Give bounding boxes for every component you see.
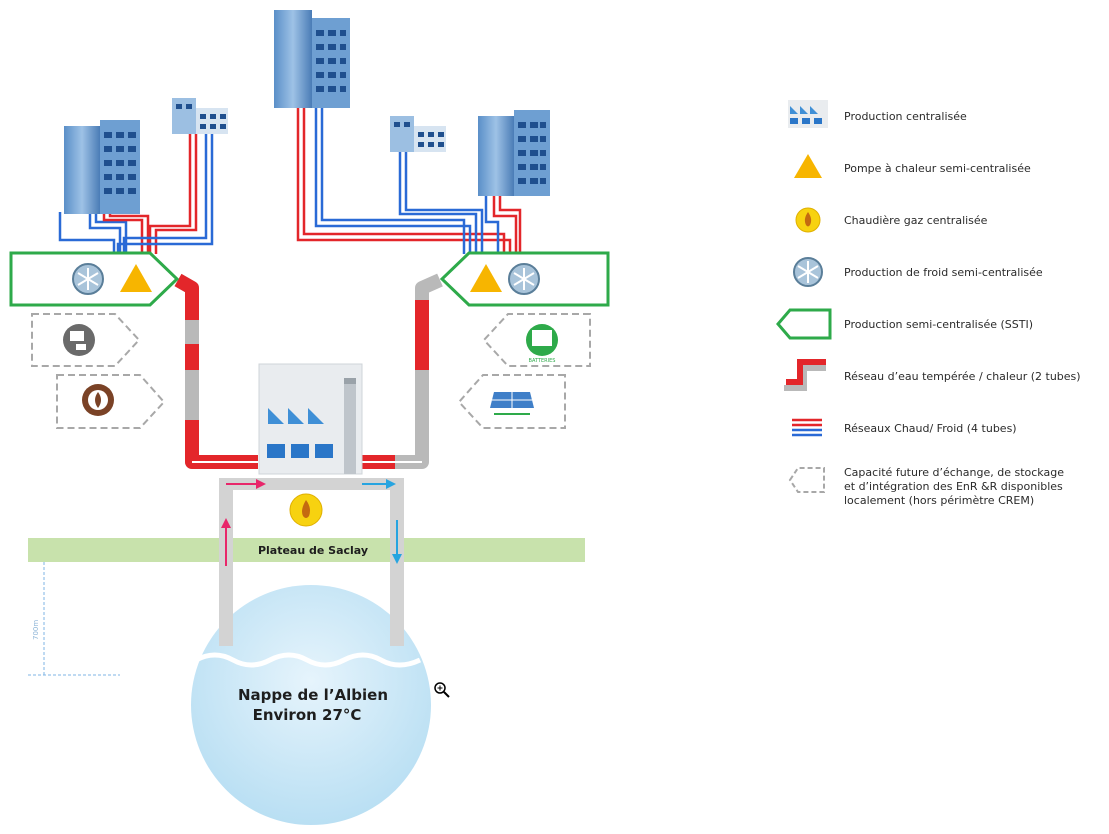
future-capacity-box-1	[31, 313, 141, 367]
legend-item-cold-production: Production de froid semi-centralisée	[776, 252, 1106, 304]
legend-item-ssti: Production semi-centralisée (SSTI)	[776, 304, 1106, 356]
legend-item-gas-boiler: Chaudière gaz centralisée	[776, 200, 1106, 252]
depth-marker: 700m	[28, 562, 120, 676]
heat-pump-triangle-icon	[120, 264, 152, 292]
four-tube-network-right	[296, 104, 522, 254]
ssti-icon	[776, 308, 832, 340]
aquifer: Nappe de l’Albien Environ 27°C	[191, 585, 431, 825]
legend-item-central-production: Production centralisée	[776, 96, 1106, 148]
zoom-cursor-icon	[434, 682, 450, 698]
depth-label: 700m	[32, 620, 40, 640]
snowflake-icon	[508, 263, 540, 295]
legend-label: Production de froid semi-centralisée	[844, 266, 1043, 279]
geothermal-icon	[82, 384, 114, 416]
aquifer-temperature: Environ 27°C	[253, 706, 362, 724]
building-left-small	[172, 98, 228, 134]
battery-label: BATTERIES	[529, 358, 556, 364]
network-diagram: 700m Nappe de l’Albien Environ 27°C Plat…	[9, 10, 610, 825]
legend-item-heat-pump: Pompe à chaleur semi-centralisée	[776, 148, 1106, 200]
factory-icon	[788, 100, 828, 128]
building-left-tall	[64, 120, 140, 214]
future-capacity-box-3: BATTERIES	[482, 313, 591, 367]
two-pipe-icon	[784, 359, 826, 391]
plateau-band	[28, 538, 585, 562]
legend-label: Capacité future d’échange, de stockage e…	[844, 466, 1064, 507]
legend-item-two-tube: Réseau d’eau tempérée / chaleur (2 tubes…	[776, 356, 1106, 408]
two-tube-network	[174, 273, 443, 469]
central-gas-boiler	[289, 493, 323, 527]
building-right-tall	[478, 110, 550, 196]
ssti-box-left	[9, 251, 180, 307]
legend-label: Production centralisée	[844, 110, 967, 123]
legend-item-four-tube: Réseaux Chaud/ Froid (4 tubes)	[776, 408, 1106, 460]
triangle-icon	[794, 154, 822, 178]
legend-label: Pompe à chaleur semi-centralisée	[844, 162, 1031, 175]
battery-icon: BATTERIES	[526, 324, 558, 364]
aquifer-name: Nappe de l’Albien	[238, 686, 388, 704]
heat-pump-triangle-icon	[470, 264, 502, 292]
plateau-label: Plateau de Saclay	[258, 544, 368, 557]
future-capacity-box-2	[56, 374, 166, 429]
four-pipe-icon	[792, 418, 822, 437]
ssti-box-right	[439, 251, 610, 307]
legend: Production centralisée Pompe à chaleur s…	[776, 96, 1106, 520]
legend-label: Chaudière gaz centralisée	[844, 214, 988, 227]
dashed-box-icon	[788, 467, 825, 493]
solar-panel-icon	[490, 392, 534, 415]
legend-label: Production semi-centralisée (SSTI)	[844, 318, 1034, 331]
building-center-tall	[274, 10, 350, 108]
future-capacity-box-4	[457, 374, 566, 429]
computer-icon	[63, 324, 95, 356]
snowflake-icon	[793, 257, 823, 287]
well-pipes	[219, 478, 404, 646]
legend-label: Réseau d’eau tempérée / chaleur (2 tubes…	[844, 370, 1081, 383]
building-right-small	[390, 116, 446, 152]
flame-icon	[795, 207, 821, 233]
snowflake-icon	[72, 263, 104, 295]
legend-label: Réseaux Chaud/ Froid (4 tubes)	[844, 422, 1017, 435]
four-tube-network-left	[58, 132, 214, 254]
central-production-plant	[258, 363, 363, 475]
legend-item-future-capacity: Capacité future d’échange, de stockage e…	[776, 460, 1106, 520]
